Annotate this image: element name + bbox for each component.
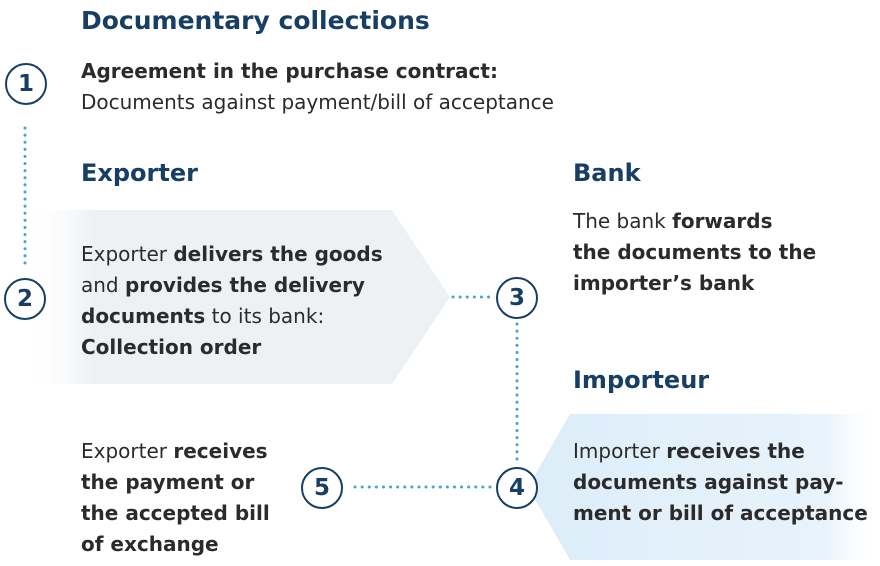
step-2-text-part: Exporter — [81, 242, 174, 266]
step-5-text-part: Exporter — [81, 439, 174, 463]
step-4-text: Importer receives the documents against … — [573, 436, 868, 529]
step-2-text-part: to its bank: — [205, 304, 325, 328]
diagram-title: Documentary collections — [81, 6, 430, 35]
step-1-text: Agreement in the purchase contract: Docu… — [81, 56, 554, 118]
step-3-badge: 3 — [496, 277, 538, 319]
importer-heading: Importeur — [573, 366, 710, 394]
step-4-text-bold: documents against pay- — [573, 470, 844, 494]
step-2-text-bold: documents — [81, 304, 206, 328]
importer-panel — [528, 414, 880, 560]
step-4-text-part: Importer — [573, 439, 667, 463]
exporter-panel — [28, 210, 450, 384]
step-5-text: Exporter receives the payment or the acc… — [81, 436, 270, 560]
step-3-text-part: The bank — [573, 209, 673, 233]
step-1-detail: Documents against payment/bill of accept… — [81, 90, 554, 114]
step-5-text-bold: the accepted bill — [81, 501, 270, 525]
step-4-badge: 4 — [496, 467, 538, 509]
step-2-text: Exporter delivers the goods and provides… — [81, 239, 383, 363]
exporter-heading: Exporter — [81, 159, 198, 187]
step-1-label: Agreement in the purchase contract: — [81, 59, 498, 83]
step-2-badge: 2 — [4, 278, 46, 320]
step-1-badge: 1 — [5, 63, 47, 105]
step-2-text-part: and — [81, 273, 125, 297]
bank-heading: Bank — [573, 159, 641, 187]
step-2-text-bold: provides the delivery — [124, 273, 365, 297]
step-5-text-bold: the payment or — [81, 470, 255, 494]
step-3-text: The bank forwards the documents to the i… — [573, 206, 816, 299]
step-3-text-bold: forwards — [672, 209, 773, 233]
step-2-text-bold: delivers the goods — [173, 242, 383, 266]
step-2-text-bold: Collection order — [81, 335, 262, 359]
step-4-text-bold: receives the — [666, 439, 805, 463]
step-5-text-bold: receives — [173, 439, 268, 463]
step-4-text-bold: ment or bill of acceptance — [573, 501, 868, 525]
step-5-badge: 5 — [301, 467, 343, 509]
step-3-text-bold: importer’s bank — [573, 271, 755, 295]
step-5-text-bold: of exchange — [81, 532, 219, 556]
step-3-text-bold: the documents to the — [573, 240, 817, 264]
